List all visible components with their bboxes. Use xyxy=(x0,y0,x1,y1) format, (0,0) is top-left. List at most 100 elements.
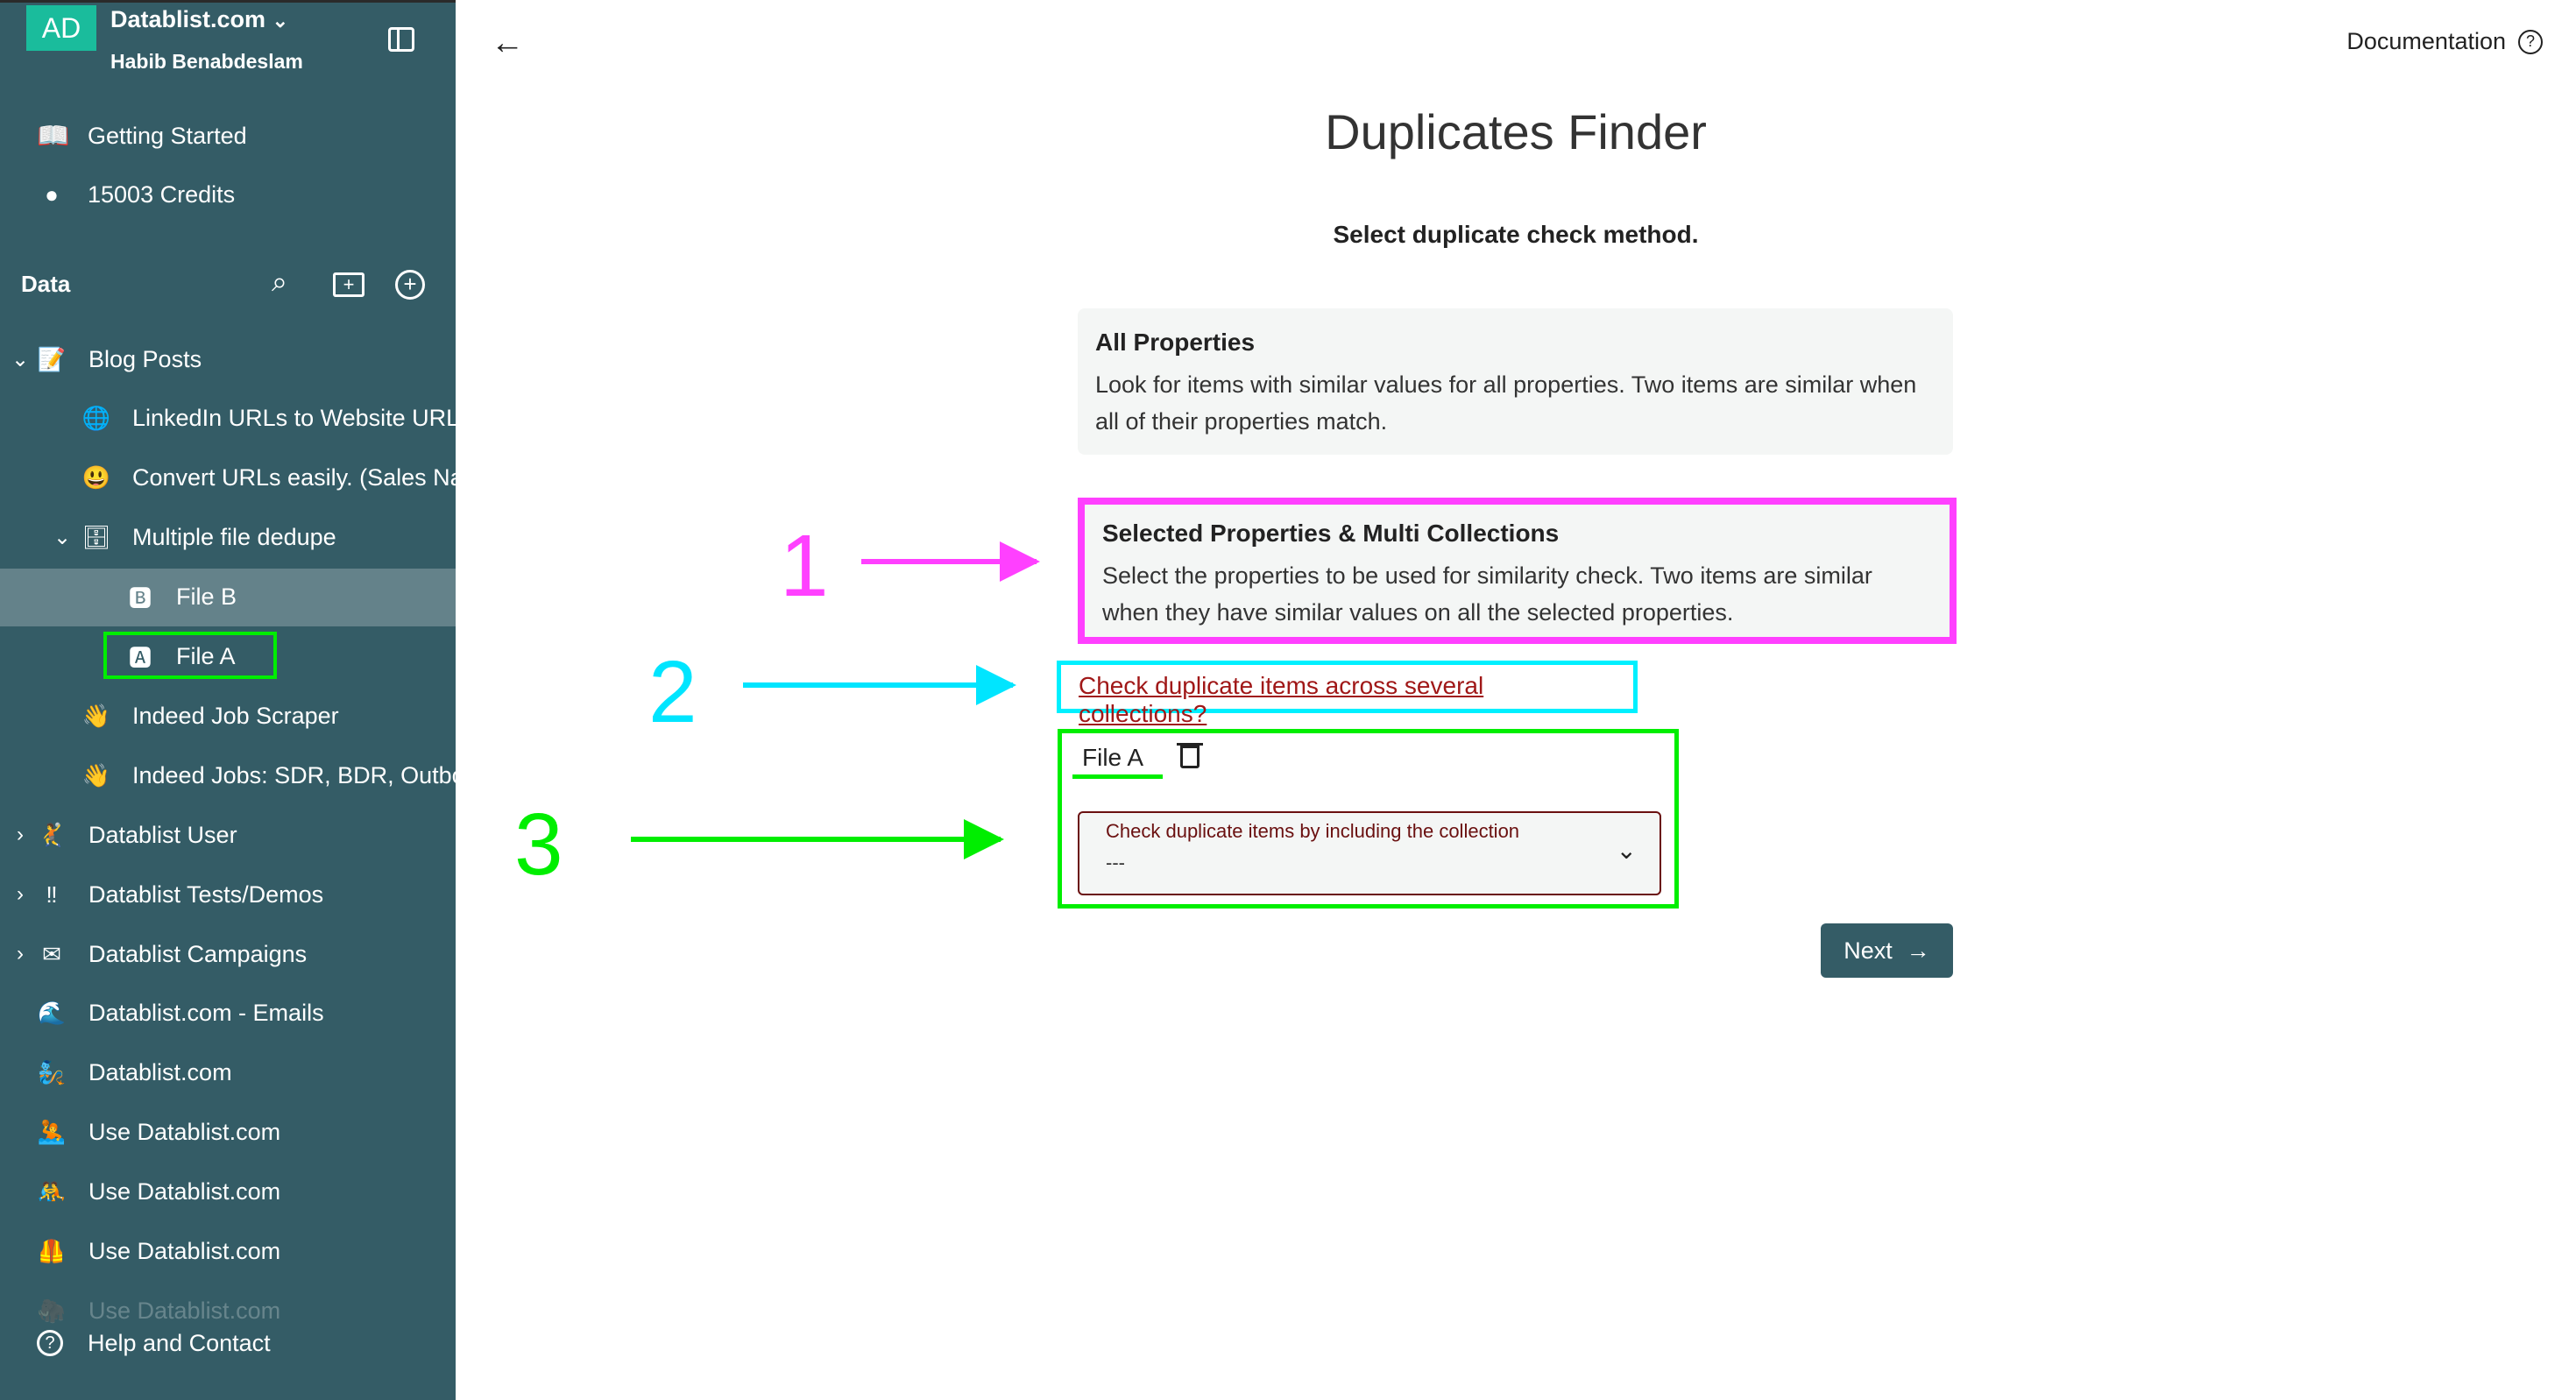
collection-emoji-icon: 🌊 xyxy=(37,1000,67,1027)
collection-emoji-icon: 🅱 xyxy=(128,585,152,612)
tree-item[interactable]: 👋 Indeed Job Scraper xyxy=(0,687,456,745)
chevron-down-icon[interactable]: ⌄ xyxy=(11,347,30,371)
tree-item-label: Datablist User xyxy=(88,821,237,848)
tree-item-label: Indeed Job Scraper xyxy=(132,702,339,729)
collection-emoji-icon: 🤼 xyxy=(37,1178,67,1206)
tree-item[interactable]: 👋 Indeed Jobs: SDR, BDR, Outbound xyxy=(0,746,456,804)
collection-emoji-icon: ✉ xyxy=(42,940,61,967)
tree-item-label: Multiple file dedupe xyxy=(132,524,336,551)
option-selected-properties[interactable]: Selected Properties & Multi Collections … xyxy=(1078,498,1957,644)
collection-tab-file-a[interactable]: File A xyxy=(1072,744,1163,779)
tree-item[interactable]: ›‼Datablist Tests/Demos xyxy=(0,866,456,923)
tree-item[interactable]: ⌄🗄Multiple file dedupe xyxy=(0,509,456,567)
tree-item-label: Datablist Campaigns xyxy=(88,940,308,967)
option-all-properties[interactable]: All Properties Look for items with simil… xyxy=(1078,308,1953,455)
sidebar: AD Datablist.com ⌄ Habib Benabdeslam 📖 Ge… xyxy=(0,0,456,1400)
tree-item[interactable]: 🌐 LinkedIn URLs to Website URLs xyxy=(0,390,456,448)
tree-item-label: Use Datablist.com xyxy=(88,1119,281,1146)
nav-label: Getting Started xyxy=(88,122,247,149)
select-label: Check duplicate items by including the c… xyxy=(1106,820,1520,842)
tree-item[interactable]: 🅰 File A xyxy=(0,628,456,686)
annotation-box-2: Check duplicate items across several col… xyxy=(1057,661,1638,727)
user-name: Habib Benabdeslam xyxy=(110,50,303,73)
option-title: Selected Properties & Multi Collections xyxy=(1102,520,1560,547)
multi-collection-link[interactable]: Check duplicate items across several col… xyxy=(1079,672,1484,727)
help-and-contact[interactable]: ? Help and Contact xyxy=(0,1314,456,1372)
trash-icon[interactable] xyxy=(1177,743,1203,768)
tree-item-label: Datablist.com - Emails xyxy=(88,1000,324,1027)
tree-item-label: Indeed Jobs: SDR, BDR, Outbound xyxy=(132,761,456,788)
collection-emoji-icon: 👋 xyxy=(81,702,111,729)
tree-item-label: Convert URLs easily. (Sales Navigator) xyxy=(132,464,456,491)
workspace-switcher[interactable]: Datablist.com ⌄ xyxy=(110,6,288,33)
annotation-number: 2 xyxy=(648,643,697,741)
data-section-title: Data xyxy=(21,271,71,297)
collection-emoji-icon: 🌐 xyxy=(81,405,111,432)
option-description: Select the properties to be used for sim… xyxy=(1102,562,1872,626)
select-value: --- xyxy=(1106,852,1125,873)
tree-item[interactable]: › ✉ Datablist Campaigns xyxy=(0,925,456,983)
collection-emoji-icon: 👋 xyxy=(81,761,111,788)
documentation-label: Documentation xyxy=(2346,28,2506,54)
tree-item[interactable]: 🅱 File B xyxy=(0,568,456,626)
collection-emoji-icon: 🤽 xyxy=(37,1119,67,1146)
page-subtitle: Select duplicate check method. xyxy=(1333,221,1699,248)
collapse-sidebar-icon[interactable] xyxy=(388,27,414,52)
annotation-number: 1 xyxy=(780,517,829,615)
page-title: Duplicates Finder xyxy=(1325,104,1707,159)
help-icon: ? xyxy=(37,1330,63,1356)
collection-select[interactable]: Check duplicate items by including the c… xyxy=(1078,811,1661,895)
nav-credits[interactable]: ●15003 Credits xyxy=(0,166,456,223)
tree-item[interactable]: 😃 Convert URLs easily. (Sales Navigator) xyxy=(0,449,456,507)
tree-item[interactable]: 🧞 Datablist.com xyxy=(0,1044,456,1102)
workspace-name: Datablist.com xyxy=(110,6,266,32)
help-circle-icon: ? xyxy=(2518,29,2543,54)
tree-item[interactable]: ⌄ 📝 Blog Posts xyxy=(0,330,456,388)
collection-emoji-icon: ‼ xyxy=(46,880,58,908)
annotation-arrow-icon xyxy=(861,541,1040,582)
tree-item[interactable]: 🦺 Use Datablist.com xyxy=(0,1223,456,1281)
chevron-down-icon[interactable]: ⌄ xyxy=(53,526,72,550)
tree-item-label: LinkedIn URLs to Website URLs xyxy=(132,405,456,432)
add-collection-icon[interactable]: + xyxy=(395,270,425,300)
tree-item-label: Datablist.com xyxy=(88,1059,232,1086)
collection-emoji-icon: 😃 xyxy=(81,464,111,491)
book-icon: 📖 xyxy=(37,121,70,151)
tree-item[interactable]: 🤽 Use Datablist.com xyxy=(0,1104,456,1162)
coins-icon: ● xyxy=(45,180,59,208)
tree-item-label: Use Datablist.com xyxy=(88,1238,281,1264)
next-label: Next xyxy=(1844,937,1893,964)
option-description: Look for items with similar values for a… xyxy=(1095,371,1917,435)
annotation-number: 3 xyxy=(514,795,563,894)
collection-emoji-icon: 🅰 xyxy=(128,645,152,671)
collection-emoji-icon: 🧞 xyxy=(37,1059,67,1086)
chevron-right-icon[interactable]: › xyxy=(17,942,24,965)
arrow-right-icon: → xyxy=(1906,937,1930,964)
tree-item-label: Blog Posts xyxy=(88,345,202,372)
annotation-box-file-a xyxy=(103,631,277,679)
tree-item[interactable]: 🤼 Use Datablist.com xyxy=(0,1163,456,1221)
next-button[interactable]: Next → xyxy=(1821,923,1953,978)
annotation-box-3: File A Check duplicate items by includin… xyxy=(1058,729,1679,909)
help-label: Help and Contact xyxy=(88,1329,271,1356)
annotation-arrow-icon xyxy=(743,665,1016,705)
tree-item-label: Use Datablist.com xyxy=(88,1178,281,1206)
chevron-right-icon[interactable]: › xyxy=(17,823,24,847)
search-collections-icon[interactable]: ⌕ xyxy=(272,265,287,297)
option-title: All Properties xyxy=(1095,329,1256,356)
tree-item[interactable]: 🌊 Datablist.com - Emails xyxy=(0,985,456,1043)
annotation-arrow-icon xyxy=(631,819,1004,859)
nav-getting-started[interactable]: 📖 Getting Started xyxy=(0,107,456,165)
tree-item-label: Use Datablist.com xyxy=(88,1297,281,1324)
documentation-link[interactable]: Documentation? xyxy=(2346,28,2543,55)
chevron-right-icon[interactable]: › xyxy=(17,882,24,907)
new-folder-icon[interactable]: + xyxy=(333,272,364,297)
tree-item-label: File B xyxy=(176,583,237,611)
tree-item[interactable]: 🦣Use Datablist.com xyxy=(0,1282,456,1340)
avatar[interactable]: AD xyxy=(26,5,96,51)
collection-emoji-icon: 📝 xyxy=(37,345,67,372)
tree-item[interactable]: ›🤾Datablist User xyxy=(0,806,456,864)
collection-emoji-icon: 🦺 xyxy=(37,1238,67,1264)
tree-item-label: File A xyxy=(176,643,236,669)
back-arrow-icon[interactable]: ← xyxy=(491,25,524,61)
